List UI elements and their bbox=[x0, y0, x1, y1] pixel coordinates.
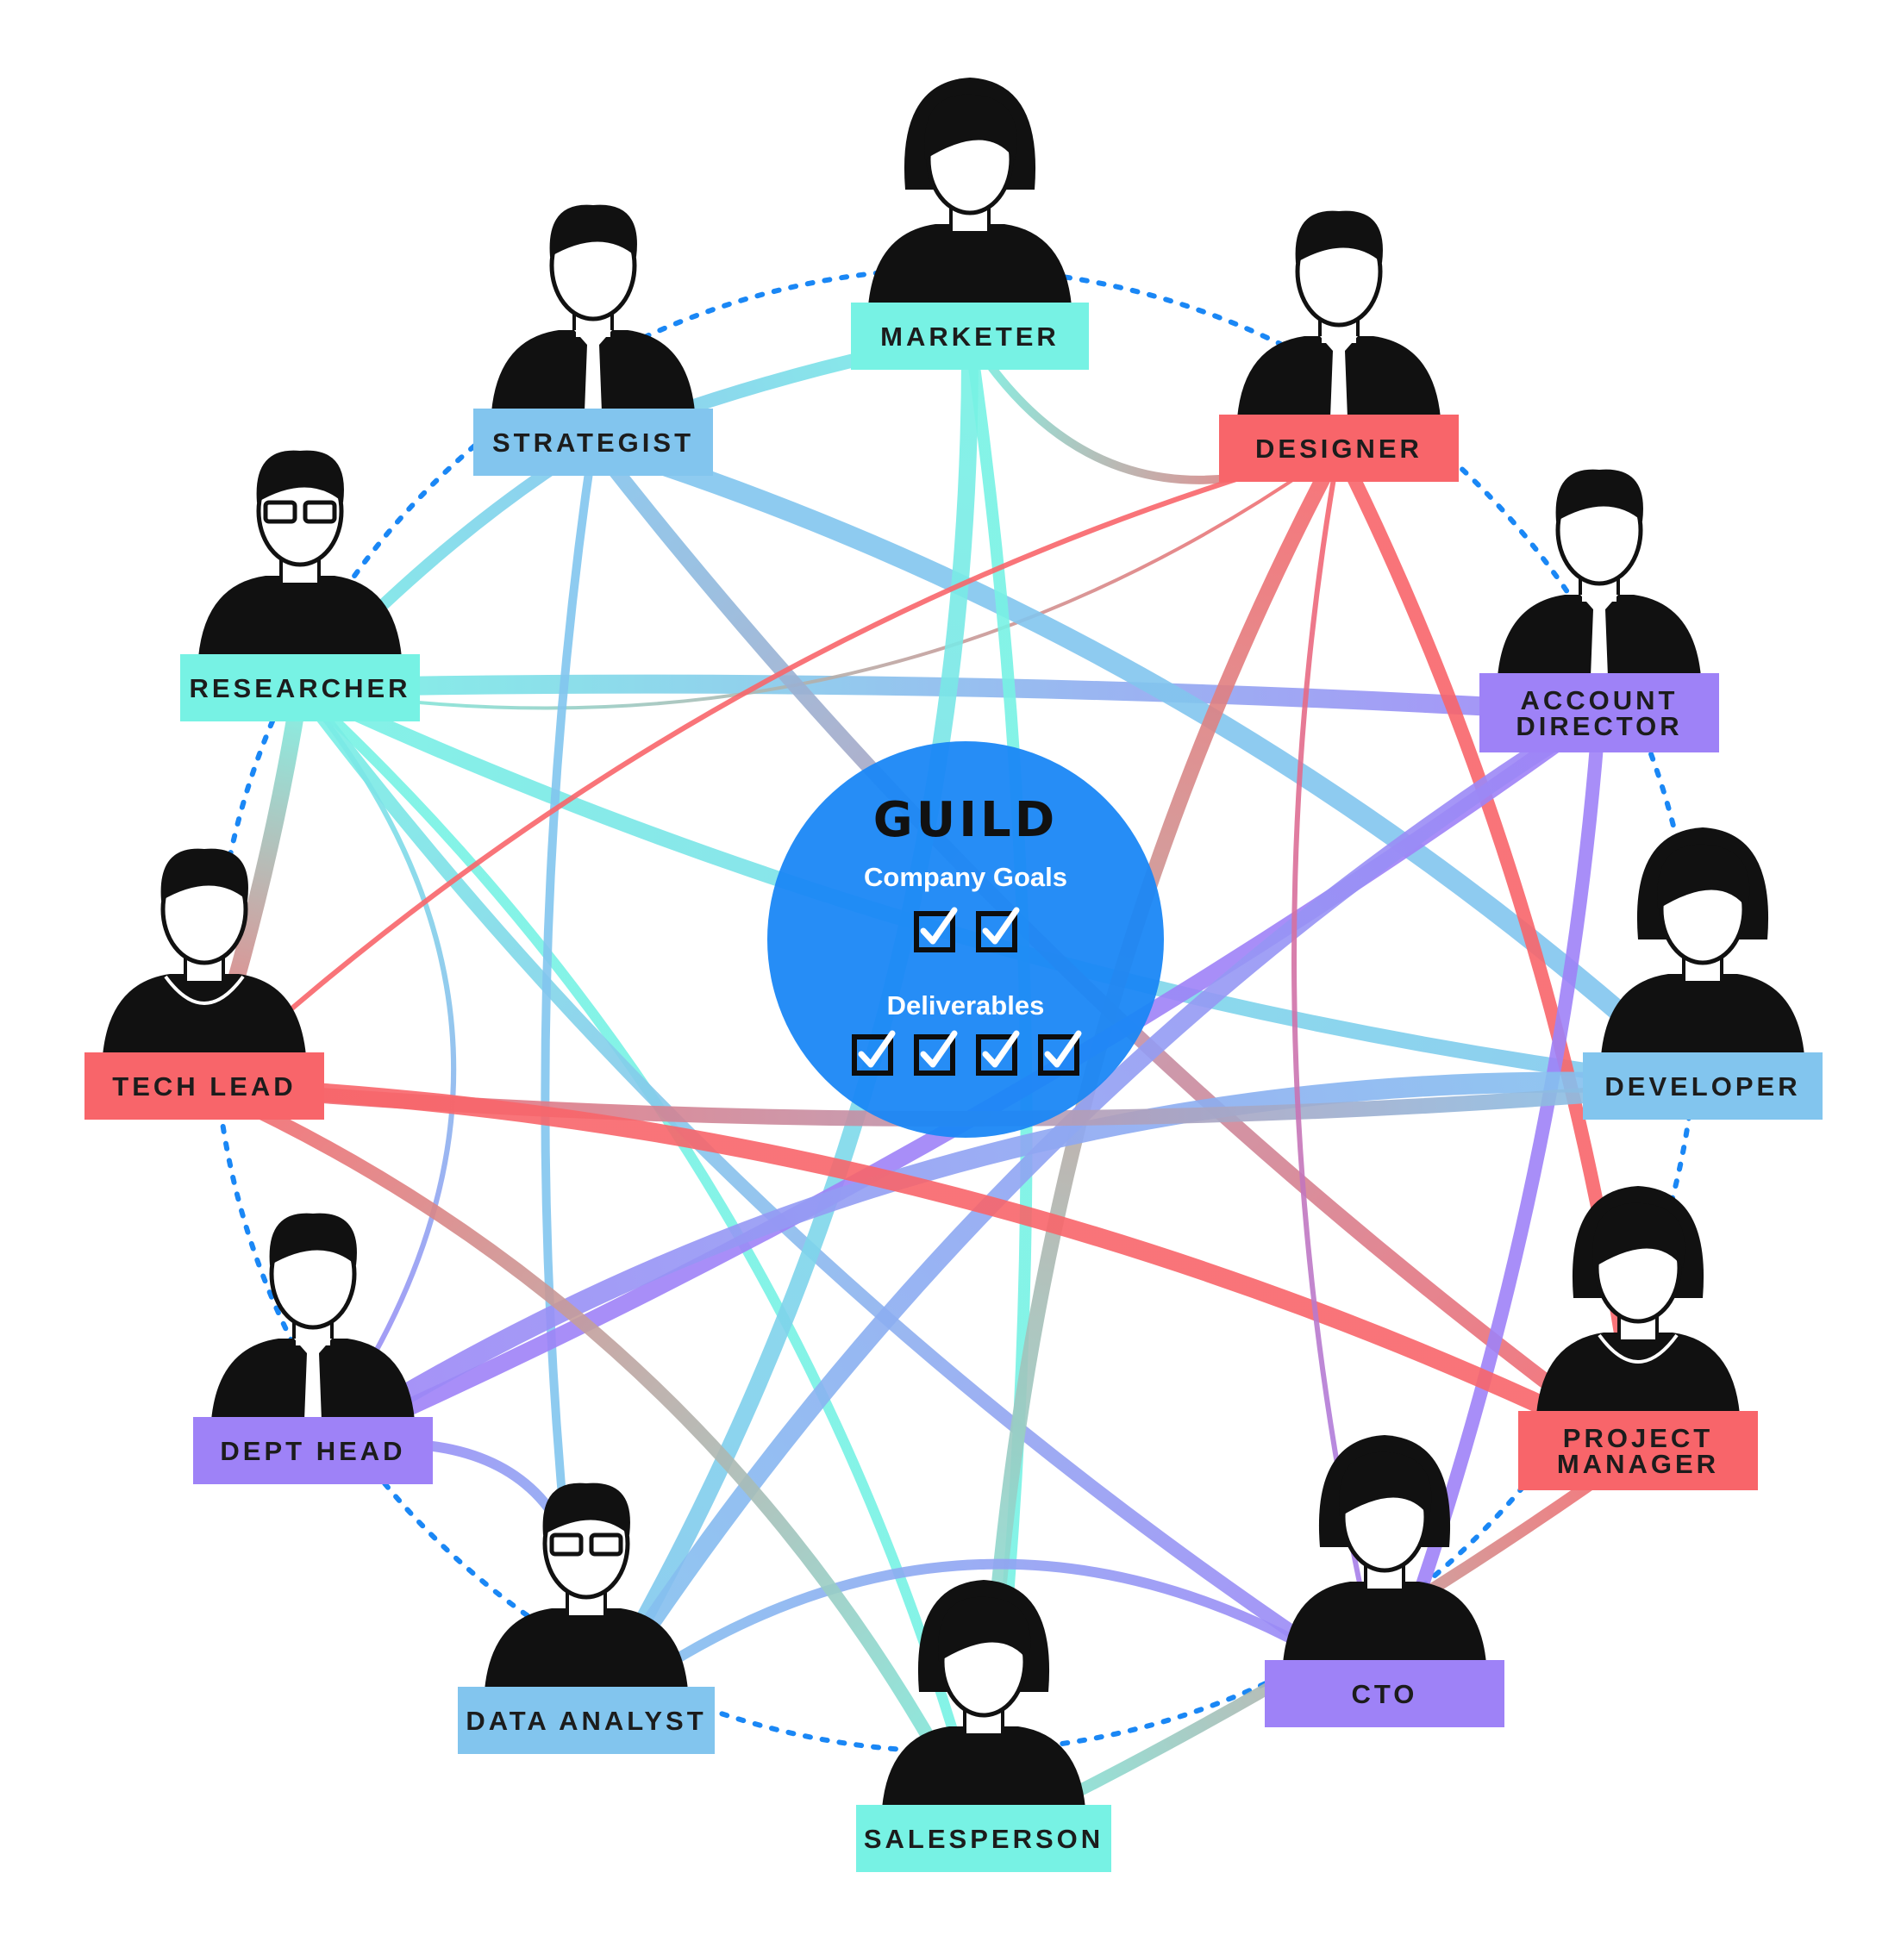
checkbox-icon bbox=[914, 911, 955, 952]
checkbox-icon bbox=[1038, 1034, 1079, 1076]
connection-researcher-cto bbox=[293, 681, 1391, 1701]
man-tie-avatar-icon bbox=[491, 204, 695, 412]
connection-project-manager-tech-lead bbox=[195, 1077, 1648, 1460]
role-label-box bbox=[1265, 1660, 1504, 1727]
hub-title: GUILD bbox=[873, 792, 1058, 848]
role-node-tech-lead: TECH LEAD bbox=[84, 848, 324, 1120]
role-node-salesperson: SALESPERSON bbox=[856, 1580, 1111, 1872]
role-node-marketer: MARKETER bbox=[851, 78, 1089, 370]
connection-account-director-cto bbox=[1378, 706, 1606, 1701]
role-label-text: DIRECTOR bbox=[1516, 711, 1682, 741]
connection-strategist-developer bbox=[583, 432, 1713, 1096]
role-label-box bbox=[473, 409, 713, 476]
man-glasses-avatar-icon bbox=[198, 450, 402, 658]
man-tie-avatar-icon bbox=[1498, 469, 1701, 677]
check-mark-icon bbox=[1044, 1030, 1082, 1068]
role-node-data-analyst: DATA ANALYST bbox=[458, 1482, 715, 1754]
guild-hub: GUILD Company Goals Deliverables bbox=[767, 741, 1164, 1138]
connection-researcher-designer bbox=[298, 446, 1341, 710]
role-label-text: TECH LEAD bbox=[112, 1071, 296, 1102]
woman-bob-avatar-icon bbox=[1601, 827, 1804, 1056]
connection-cto-data-analyst bbox=[581, 1558, 1390, 1726]
man-necklace-avatar-icon bbox=[103, 848, 306, 1056]
role-label-text: MARKETER bbox=[880, 321, 1060, 352]
role-label-box bbox=[193, 1417, 433, 1484]
role-label-text: DESIGNER bbox=[1255, 434, 1423, 464]
role-label-text: ACCOUNT bbox=[1521, 685, 1679, 715]
connection-researcher-dept-head bbox=[297, 685, 457, 1453]
role-node-designer: DESIGNER bbox=[1219, 210, 1459, 482]
role-node-researcher: RESEARCHER bbox=[180, 450, 420, 721]
connection-developer-dept-head bbox=[303, 1071, 1713, 1461]
connection-salesperson-tech-lead bbox=[197, 1079, 991, 1845]
check-mark-icon bbox=[920, 1030, 958, 1068]
deliverables-checkboxes bbox=[852, 1030, 1082, 1076]
role-label-box bbox=[1518, 1411, 1758, 1490]
woman-necklace-avatar-icon bbox=[1536, 1186, 1740, 1414]
connection-account-director-data-analyst bbox=[577, 703, 1609, 1730]
man-glasses-avatar-icon bbox=[485, 1482, 688, 1690]
company-goals-checkboxes bbox=[914, 907, 1020, 952]
check-mark-icon bbox=[920, 907, 958, 945]
company-goals-label: Company Goals bbox=[864, 862, 1067, 892]
role-label-text: STRATEGIST bbox=[492, 428, 694, 458]
role-label-box bbox=[458, 1687, 715, 1754]
man-tie-avatar-icon bbox=[211, 1213, 415, 1420]
checkbox-icon bbox=[914, 1034, 955, 1076]
woman-bob-avatar-icon bbox=[882, 1580, 1085, 1808]
role-label-text: CTO bbox=[1352, 1679, 1418, 1709]
role-label-box bbox=[1583, 1052, 1823, 1120]
checkbox-icon bbox=[852, 1034, 893, 1076]
role-label-text: MANAGER bbox=[1557, 1449, 1719, 1479]
check-mark-icon bbox=[858, 1030, 896, 1068]
role-node-dept-head: DEPT HEAD bbox=[193, 1213, 433, 1484]
role-label-text: DEVELOPER bbox=[1604, 1071, 1800, 1102]
role-label-box bbox=[1219, 415, 1459, 482]
role-label-text: SALESPERSON bbox=[864, 1824, 1104, 1854]
check-mark-icon bbox=[982, 907, 1020, 945]
role-node-strategist: STRATEGIST bbox=[473, 204, 713, 476]
role-node-cto: CTO bbox=[1265, 1435, 1504, 1727]
role-label-text: PROJECT bbox=[1563, 1423, 1713, 1453]
role-label-box bbox=[851, 303, 1089, 370]
woman-ponytail-avatar-icon bbox=[1283, 1435, 1486, 1664]
woman-bob-avatar-icon bbox=[868, 78, 1072, 306]
role-label-text: DATA ANALYST bbox=[466, 1706, 706, 1736]
check-mark-icon bbox=[982, 1030, 1020, 1068]
role-label-text: DEPT HEAD bbox=[220, 1436, 405, 1466]
deliverables-label: Deliverables bbox=[887, 990, 1045, 1021]
role-label-box bbox=[180, 654, 420, 721]
connection-designer-tech-lead bbox=[202, 446, 1341, 1089]
role-label-box bbox=[84, 1052, 324, 1120]
role-label-text: RESEARCHER bbox=[189, 673, 410, 703]
role-label-box bbox=[1479, 673, 1719, 752]
checkbox-icon bbox=[976, 1034, 1017, 1076]
role-label-box bbox=[856, 1805, 1111, 1872]
checkbox-icon bbox=[976, 911, 1017, 952]
man-tie-avatar-icon bbox=[1237, 210, 1441, 418]
role-node-developer: DEVELOPER bbox=[1583, 827, 1823, 1120]
